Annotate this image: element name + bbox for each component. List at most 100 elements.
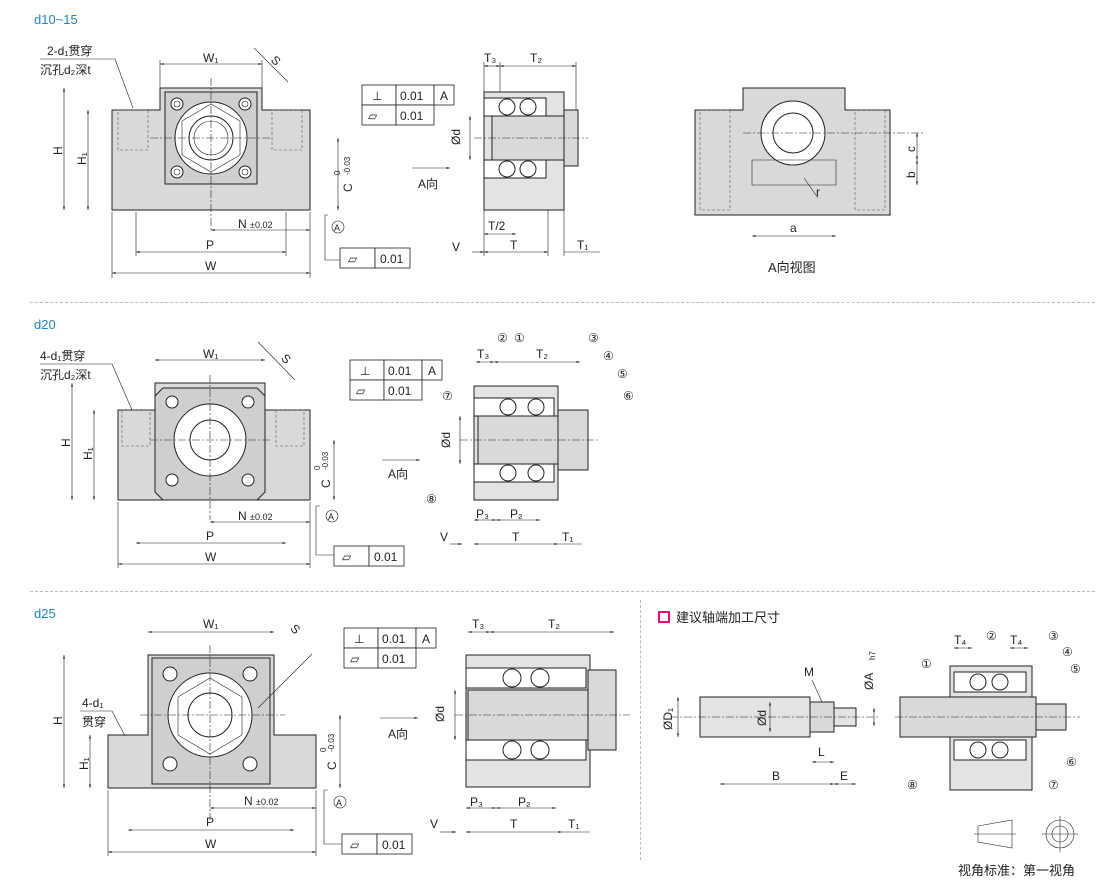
dim-e: E	[840, 769, 848, 783]
dim-s: S	[268, 53, 284, 69]
dim-d: Ød	[755, 710, 769, 726]
dim-n: N	[244, 794, 253, 808]
s2-hole-note1: 4-d₁贯穿	[40, 348, 85, 363]
dim-t3: T₃	[477, 347, 489, 361]
suggest-title: 建议轴端加工尺寸	[658, 607, 780, 626]
dim-p3: P₃	[470, 795, 483, 809]
dim-h: H	[59, 438, 73, 447]
dim-t3: T₃	[472, 617, 484, 631]
dim-p3: P₃	[476, 507, 489, 521]
dim-c: C	[325, 761, 339, 770]
dim-t2: T₂	[548, 617, 560, 631]
suggest-marker-icon	[658, 610, 670, 623]
dim-t: T	[510, 817, 518, 831]
callout-1: ①	[514, 331, 525, 345]
flatness-icon: ▱	[348, 252, 358, 266]
dim-c-tol-bot: -0.03	[343, 156, 352, 175]
dim-h1: H₁	[77, 757, 91, 770]
flatness-icon: ▱	[368, 109, 378, 123]
dim-c-tol-top: 0	[319, 747, 328, 752]
datum-a: A	[334, 223, 340, 233]
dim-b: B	[772, 769, 780, 783]
dim-s: S	[288, 621, 304, 637]
s3-hole-note2: 贯穿	[82, 714, 106, 729]
dim-t2: T₂	[536, 347, 548, 361]
a-view-label: A向视图	[768, 260, 816, 275]
projection-label: 视角标准：第一视角	[958, 863, 1076, 878]
datum-a: A	[336, 798, 342, 808]
dim-c-tol-top: 0	[313, 465, 322, 470]
s2-side-view: ⊥ 0.01 A ▱ 0.01 Ød A向 T₃ T₂ ② ① ③ ④ ⑤ ⑥ …	[349, 331, 634, 546]
section-label-d25: d25	[34, 606, 56, 621]
dim-b: b	[904, 171, 918, 178]
s1-side-view: ⊥ 0.01 A ▱ 0.01 Ød A向 T₃ T₂ T/2 V T T₁	[361, 51, 600, 256]
s2-hole-note2: 沉孔d₂深t	[40, 368, 91, 382]
callout-5: ⑤	[1070, 662, 1081, 676]
dim-w1: W₁	[203, 51, 218, 65]
datum-a: A	[328, 512, 334, 522]
a-direction-label: A向	[388, 726, 408, 741]
shaft-end-drawing: ØD₁ Ød M ØA h7 L B E	[661, 651, 880, 786]
vertical-divider	[640, 600, 641, 860]
dim-p2: P₂	[518, 795, 531, 809]
section-label-d10-15: d10~15	[34, 12, 78, 27]
dim-h: H	[51, 146, 65, 155]
callout-1: ①	[921, 657, 932, 671]
callout-8: ⑧	[426, 492, 437, 506]
callout-2: ②	[986, 629, 997, 643]
dim-p: P	[206, 529, 214, 543]
dim-t1: T₁	[562, 530, 573, 544]
s2-front-dims: W₁ S 4-d₁贯穿 沉孔d₂深t H H₁ C 0 -0.03 N ±0.0…	[40, 341, 405, 568]
dim-n-tol: ±0.02	[250, 512, 272, 522]
dim-d: Ød	[449, 129, 463, 145]
dim-c-small: c	[904, 146, 918, 152]
dim-t1: T₁	[568, 817, 579, 831]
dim-t2: T₂	[530, 51, 542, 65]
dim-l: L	[818, 745, 825, 759]
section-divider	[30, 591, 1095, 592]
callout-4: ④	[603, 349, 614, 363]
perpendicularity-value: 0.01	[400, 89, 424, 103]
callout-5: ⑤	[617, 367, 628, 381]
callout-4: ④	[1062, 645, 1073, 659]
dim-h: H	[51, 716, 65, 725]
s3-side-view: ⊥ 0.01 A ▱ 0.01 Ød A向 T₃ T₂ P₃ P₂ V T T₁	[343, 617, 630, 834]
s1-front-view	[111, 78, 311, 230]
perpendicularity-value: 0.01	[382, 632, 406, 646]
dim-h1: H₁	[81, 447, 95, 460]
flatness-value: 0.01	[380, 252, 404, 266]
dim-t3: T₃	[484, 51, 496, 65]
flatness-icon: ▱	[350, 838, 360, 852]
callout-2: ②	[497, 331, 508, 345]
dim-c-tol-bot: -0.03	[321, 451, 330, 470]
perpendicularity-icon: ⊥	[360, 364, 370, 378]
dim-m: M	[804, 665, 814, 679]
s1-a-view: a c b r A向视图	[694, 87, 925, 275]
flatness-icon: ▱	[356, 384, 366, 398]
flatness-value: 0.01	[382, 838, 406, 852]
dim-p: P	[206, 238, 214, 252]
s3-front-dims: W₁ S 4-d₁ 贯穿 H H₁ C 0 -0.03 N ±0.02 P W …	[51, 617, 413, 856]
flatness-value: 0.01	[388, 384, 412, 398]
callout-6: ⑥	[623, 389, 634, 403]
dim-w: W	[205, 550, 217, 564]
dim-a: a	[790, 221, 797, 235]
suggest-title-text: 建议轴端加工尺寸	[676, 610, 781, 625]
dim-c: C	[319, 479, 333, 488]
dim-n-tol: ±0.02	[256, 797, 278, 807]
dim-t4: T₄	[954, 633, 966, 647]
dim-d1: ØD₁	[661, 708, 675, 730]
dim-p: P	[206, 815, 214, 829]
dim-d: Ød	[439, 432, 453, 448]
dim-t: T	[512, 530, 520, 544]
dim-d: Ød	[433, 706, 447, 722]
dim-v: V	[440, 530, 448, 544]
dim-t: T	[510, 238, 518, 252]
s1-hole-note1: 2-d₁贯穿	[47, 43, 92, 58]
s1-front-dims: W₁ S 2-d₁贯穿 沉孔d₂深t H H₁ C 0 -0.03 N ±0.0…	[40, 43, 411, 278]
perpendicularity-icon: ⊥	[354, 632, 364, 646]
dim-t1: T₁	[577, 238, 588, 252]
callout-3: ③	[588, 331, 599, 345]
s1-hole-note2: 沉孔d₂深t	[40, 63, 91, 77]
